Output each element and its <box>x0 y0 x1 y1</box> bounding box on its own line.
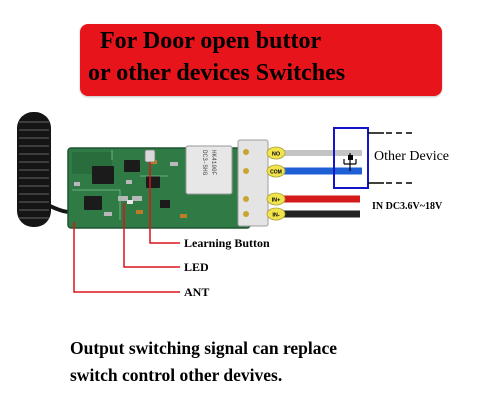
terminal-tag-com: COM <box>266 164 286 178</box>
led-label: LED <box>184 260 209 274</box>
footer-line-2: switch control other devives. <box>70 365 283 385</box>
terminal-tag-in-minus: IN- <box>266 207 286 221</box>
svg-text:COM: COM <box>270 170 282 176</box>
power-input-label: IN DC3.6V~18V <box>372 201 443 212</box>
svg-text:NO: NO <box>272 152 281 158</box>
led <box>127 200 133 204</box>
wires <box>272 150 362 218</box>
learning-button-label: Learning Button <box>184 236 270 250</box>
ant-label: ANT <box>184 285 210 299</box>
coiled-antenna <box>17 112 71 227</box>
svg-text:IN-: IN- <box>272 213 280 219</box>
terminal-tag-no: NO <box>266 146 286 160</box>
terminal-tag-in-plus: IN+ <box>266 192 286 206</box>
learning-button-callout <box>149 162 180 244</box>
footer-line-1: Output switching signal can replace <box>70 338 338 358</box>
callout-lines <box>73 162 180 293</box>
learning-button <box>144 149 156 163</box>
terminal-block <box>237 139 269 227</box>
other-device-label: Other Device <box>374 149 450 164</box>
relay-print-2: DC3-SHG <box>201 150 208 176</box>
svg-text:IN+: IN+ <box>272 198 281 204</box>
banner-line-1: For Door open buttor <box>100 28 322 54</box>
relay-print-1: HK4100F <box>210 150 217 176</box>
led-callout <box>123 203 180 268</box>
relay: HK4100F DC3-SHG <box>185 145 233 195</box>
switch-symbol <box>333 127 414 189</box>
ant-callout <box>73 222 180 293</box>
banner-line-2: or other devices Switches <box>88 60 346 86</box>
title-banner: For Door open buttor or other devices Sw… <box>80 24 442 96</box>
